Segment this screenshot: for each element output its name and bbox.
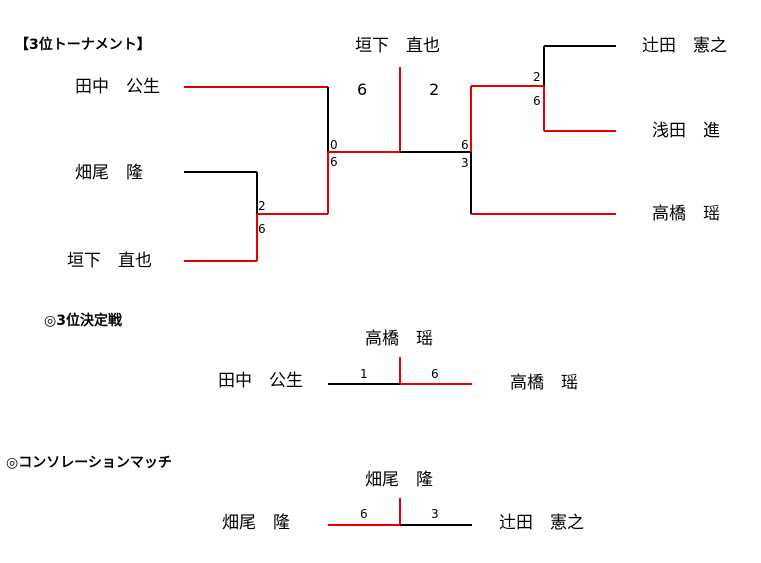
third-place-right-player: 高橋 瑶 (510, 373, 578, 393)
third-place-section-title: ◎3位決定戦 (44, 313, 122, 329)
final-score-left: 6 (357, 80, 368, 99)
consolation-left-player: 畑尾 隆 (222, 513, 290, 533)
consolation-winner: 畑尾 隆 (365, 470, 433, 490)
score-right-qf-bottom: 6 (533, 94, 541, 108)
player-left-mid: 畑尾 隆 (75, 163, 143, 183)
score-right-semi-bottom: 3 (461, 156, 469, 170)
consolation-score-left: 6 (360, 507, 368, 521)
score-left-semi-bottom: 6 (330, 155, 338, 169)
third-place-left-player: 田中 公生 (218, 371, 303, 391)
third-place-score-left: 1 (360, 367, 368, 381)
player-right-top: 辻田 憲之 (642, 36, 727, 56)
score-left-qf-top: 2 (258, 199, 266, 213)
player-left-top: 田中 公生 (75, 77, 160, 97)
player-right-bottom: 高橋 瑶 (652, 204, 720, 224)
player-left-bottom: 垣下 直也 (67, 251, 152, 271)
player-right-mid: 浅田 進 (652, 121, 720, 141)
consolation-right-player: 辻田 憲之 (499, 513, 584, 533)
tournament-section-title: 【3位トーナメント】 (15, 37, 151, 53)
champion-name: 垣下 直也 (355, 36, 440, 56)
final-score-right: 2 (429, 80, 440, 99)
third-place-winner: 高橋 瑶 (365, 329, 433, 349)
score-right-semi-top: 6 (461, 138, 469, 152)
score-left-qf-bottom: 6 (258, 222, 266, 236)
third-place-score-right: 6 (431, 367, 439, 381)
score-left-semi-top: 0 (330, 138, 338, 152)
consolation-score-right: 3 (431, 507, 439, 521)
score-right-qf-top: 2 (533, 70, 541, 84)
consolation-section-title: ◎コンソレーションマッチ (6, 455, 172, 471)
